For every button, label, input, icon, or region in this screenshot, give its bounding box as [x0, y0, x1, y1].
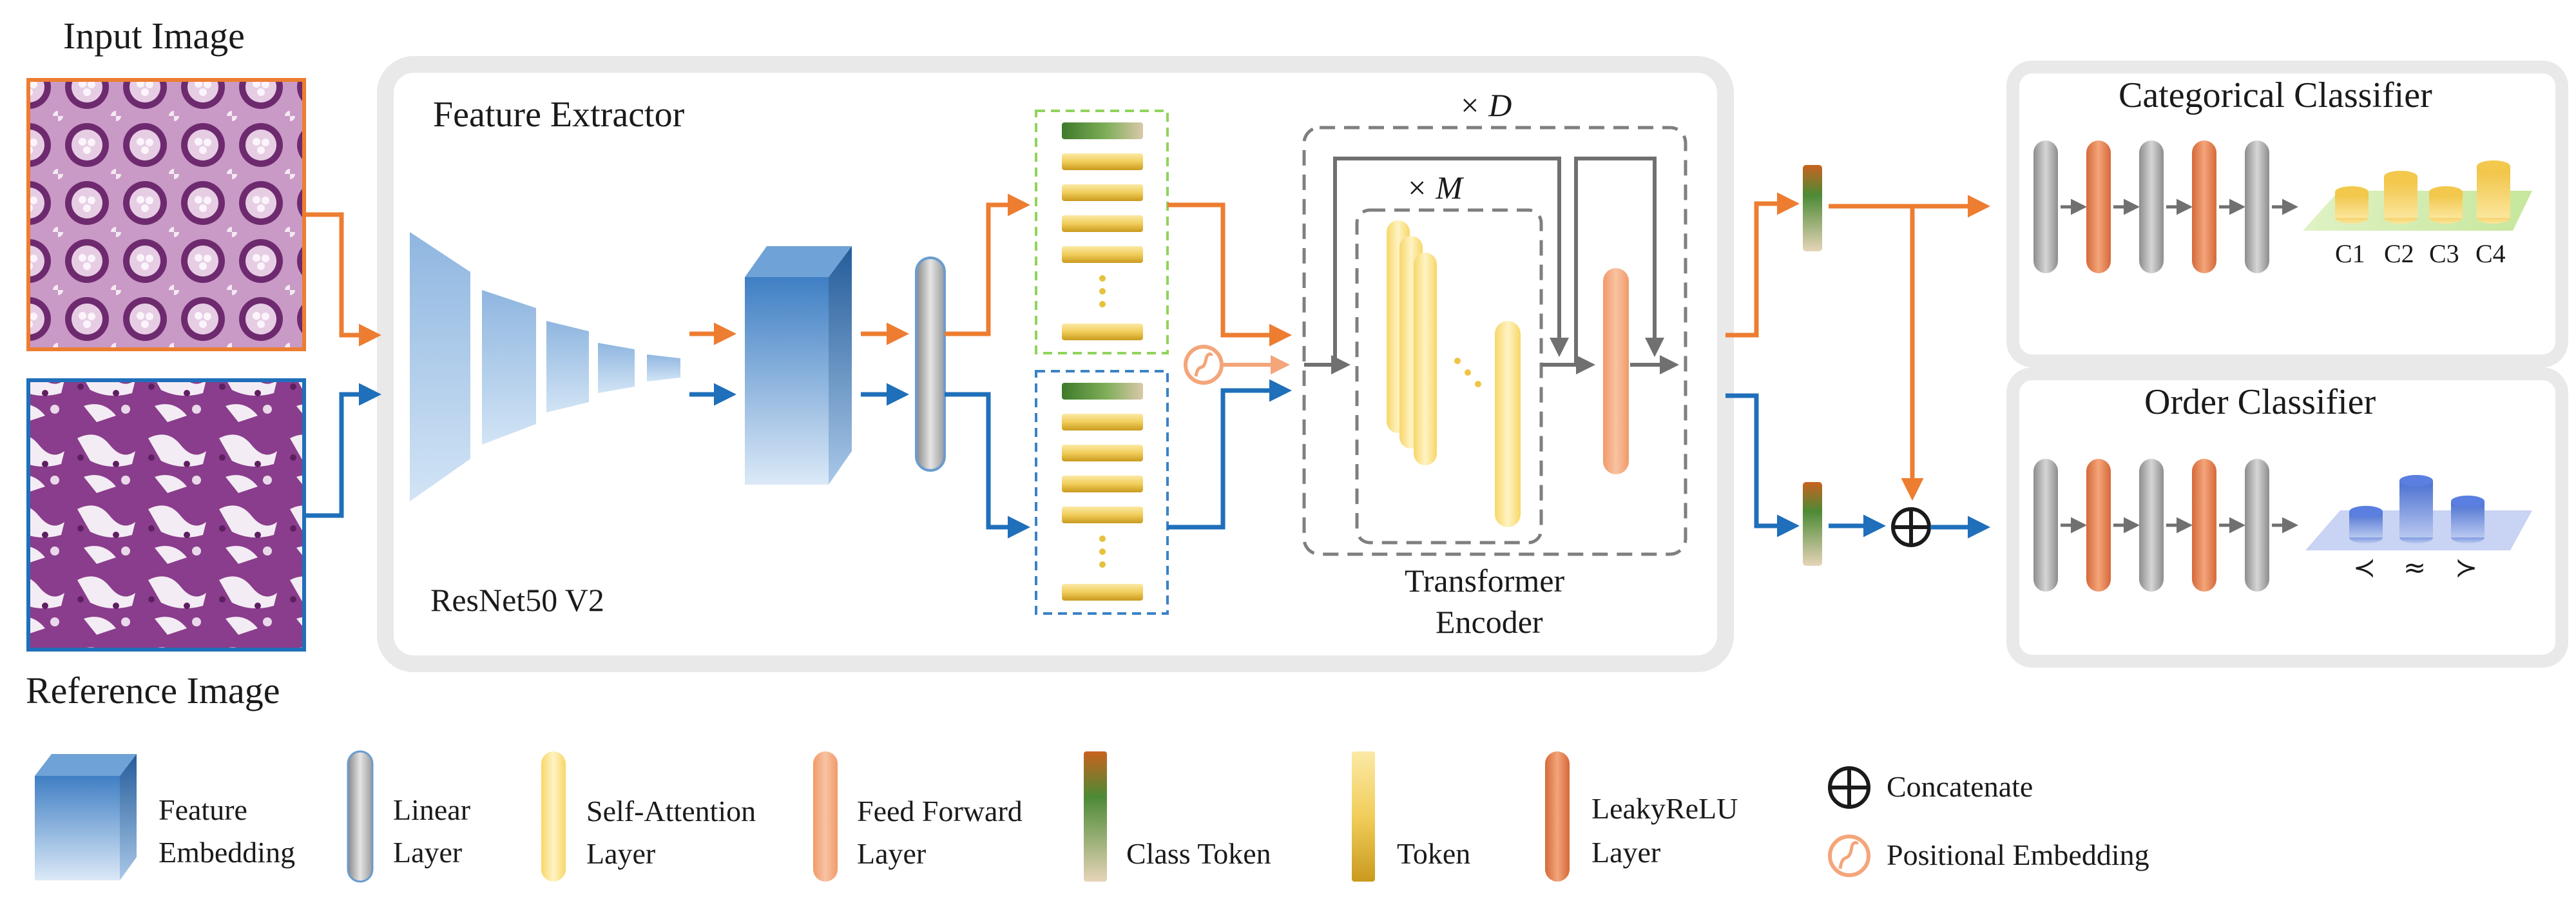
leaky-relu-layer: [2192, 140, 2216, 273]
category-label-c2: C2: [2384, 239, 2414, 268]
resnet-backbone: [410, 232, 680, 501]
category-bar: [2477, 160, 2510, 224]
legend-feed-forward-line2: Layer: [857, 837, 927, 870]
input-token-sequence: [1035, 110, 1169, 354]
transformer-encoder: [1302, 126, 1687, 556]
legend-feature-embedding-line1: Feature: [159, 793, 247, 826]
legend-concatenate-label: Concatenate: [1887, 770, 2033, 803]
class-token: [1062, 383, 1143, 400]
linear-layer: [2139, 140, 2164, 273]
outer-repeat-label: × D: [1459, 87, 1512, 123]
category-label-c3: C3: [2429, 239, 2459, 268]
linear-layer: [2033, 459, 2058, 592]
token: [1062, 507, 1143, 523]
backbone-label: ResNet50 V2: [430, 582, 604, 618]
order-label-equal: ≈: [2403, 552, 2427, 583]
token: [1062, 476, 1143, 492]
categorical-mlp: [2033, 140, 2298, 273]
order-bar: [2399, 475, 2433, 543]
reference-stream-arrow: [304, 383, 381, 518]
input-stream-arrow: [304, 212, 381, 347]
input-class-token-output: [1803, 165, 1822, 251]
legend-class-token-swatch: [1084, 751, 1107, 882]
order-label-greater: ≻: [2455, 552, 2478, 583]
legend: [35, 750, 1870, 883]
reference-token-sequence: [1035, 370, 1169, 615]
linear-layer: [2033, 140, 2058, 273]
legend-feature-embedding-line2: Embedding: [159, 836, 296, 869]
input-image: [26, 78, 306, 351]
input-image-label: Input Image: [63, 15, 245, 57]
legend-self-attention-line1: Self-Attention: [586, 795, 756, 827]
leaky-relu-layer: [2086, 459, 2111, 592]
category-label-c1: C1: [2335, 239, 2365, 268]
legend-feature-embedding-swatch: [35, 754, 137, 880]
linear-layer: [2245, 140, 2269, 273]
reference-class-token-output: [1803, 482, 1822, 566]
legend-linear-line1: Linear: [393, 793, 471, 826]
legend-linear-swatch: [347, 750, 374, 883]
legend-leaky-relu-line2: Layer: [1591, 836, 1661, 869]
token: [1062, 445, 1143, 461]
category-bar: [2384, 171, 2417, 224]
token: [1062, 324, 1143, 340]
linear-layer: [2245, 459, 2269, 592]
legend-positional-embedding-icon: [1828, 835, 1870, 877]
legend-leaky-relu-swatch: [1545, 751, 1570, 882]
legend-token-label: Token: [1397, 837, 1471, 870]
self-attention-layer: [1414, 253, 1437, 465]
feed-forward-layer: [1603, 268, 1629, 474]
legend-self-attention-line2: Layer: [586, 837, 656, 870]
token: [1062, 414, 1143, 430]
legend-feed-forward-line1: Feed Forward: [857, 795, 1023, 827]
linear-layer: [915, 256, 946, 472]
leaky-relu-layer: [2086, 140, 2111, 273]
reference-image: [26, 378, 306, 652]
order-bar: [2451, 496, 2485, 543]
concatenate-symbol: [1891, 507, 1931, 547]
positional-embedding-icon: [1184, 345, 1224, 385]
legend-self-attention-swatch: [541, 751, 566, 882]
order-mlp: [2033, 459, 2298, 592]
order-classifier-title: Order Classifier: [2144, 382, 2376, 422]
inner-repeat-label: × M: [1406, 169, 1463, 206]
category-label-c4: C4: [2475, 239, 2506, 268]
token: [1062, 153, 1143, 170]
token: [1062, 184, 1143, 201]
transformer-label-line1: Transformer: [1405, 563, 1565, 599]
token: [1062, 246, 1143, 263]
legend-class-token-label: Class Token: [1126, 837, 1271, 870]
category-bars: [2335, 160, 2510, 224]
feature-extractor-title: Feature Extractor: [433, 95, 685, 135]
category-bar: [2335, 186, 2369, 224]
feature-extractor-panel: [377, 56, 1734, 672]
inner-attention-block: [1355, 208, 1543, 545]
legend-feed-forward-swatch: [813, 751, 838, 882]
legend-token-swatch: [1352, 751, 1375, 882]
order-label-less: ≺: [2353, 552, 2376, 583]
legend-concatenate-icon: [1828, 766, 1870, 809]
reference-image-label: Reference Image: [26, 670, 280, 711]
leaky-relu-layer: [2192, 459, 2216, 592]
linear-layer: [2139, 459, 2164, 592]
self-attention-layer: [1495, 321, 1521, 527]
category-bar: [2429, 186, 2463, 224]
token: [1062, 584, 1143, 601]
feature-embedding-cube: [745, 246, 852, 485]
legend-linear-line2: Layer: [393, 836, 463, 869]
categorical-classifier-title: Categorical Classifier: [2119, 75, 2432, 115]
token: [1062, 215, 1143, 232]
legend-leaky-relu-line1: LeakyReLU: [1591, 792, 1738, 825]
legend-positional-embedding-label: Positional Embedding: [1887, 838, 2149, 871]
order-bar: [2349, 506, 2383, 543]
transformer-label-line2: Encoder: [1436, 604, 1543, 640]
class-token: [1062, 122, 1143, 139]
order-bars: [2349, 475, 2485, 543]
